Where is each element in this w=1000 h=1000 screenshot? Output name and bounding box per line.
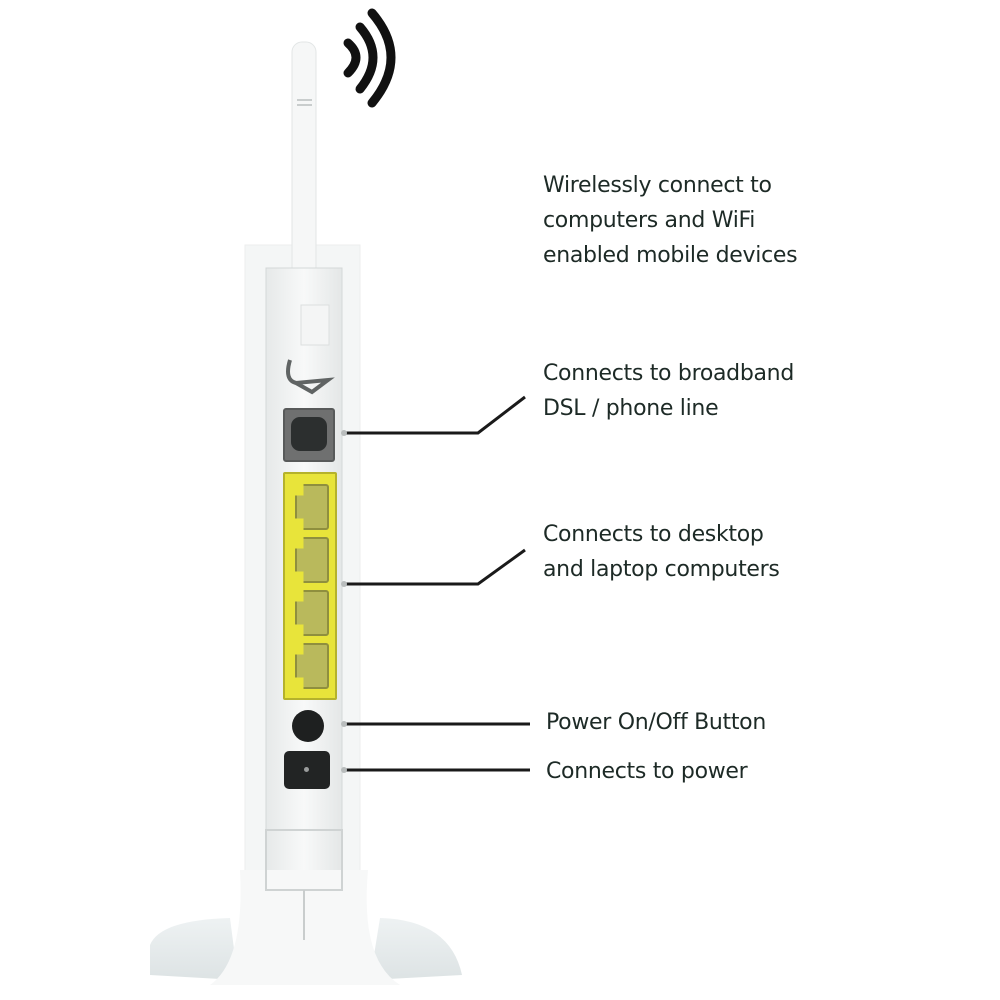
callout-power-jack: Connects to power xyxy=(546,754,748,789)
callout-power-button: Power On/Off Button xyxy=(546,705,766,740)
callout-lan-line-2: and laptop computers xyxy=(543,557,780,582)
callout-lan: Connects to desktop and laptop computers xyxy=(543,517,780,587)
callout-dsl-line-1: Connects to broadband xyxy=(543,361,794,386)
callout-dsl-line-2: DSL / phone line xyxy=(543,396,719,421)
callout-dsl: Connects to broadband DSL / phone line xyxy=(543,356,794,426)
callout-wireless: Wirelessly connect to computers and WiFi… xyxy=(543,168,798,273)
leader-dsl xyxy=(344,395,526,435)
dsl-phone-port xyxy=(283,408,335,462)
wifi-signal-icon xyxy=(343,8,396,108)
callout-power-button-line-1: Power On/Off Button xyxy=(546,710,766,735)
callout-power-jack-line-1: Connects to power xyxy=(546,759,748,784)
power-jack xyxy=(284,751,330,789)
power-button xyxy=(292,710,324,742)
callout-wireless-line-3: enabled mobile devices xyxy=(543,243,798,268)
lan-ports-block xyxy=(283,472,337,700)
callout-wireless-line-1: Wirelessly connect to xyxy=(543,173,772,198)
leader-lan xyxy=(344,548,526,586)
dsl-port-socket xyxy=(291,417,327,451)
callout-wireless-line-2: computers and WiFi xyxy=(543,208,756,233)
callout-lan-line-1: Connects to desktop xyxy=(543,522,764,547)
